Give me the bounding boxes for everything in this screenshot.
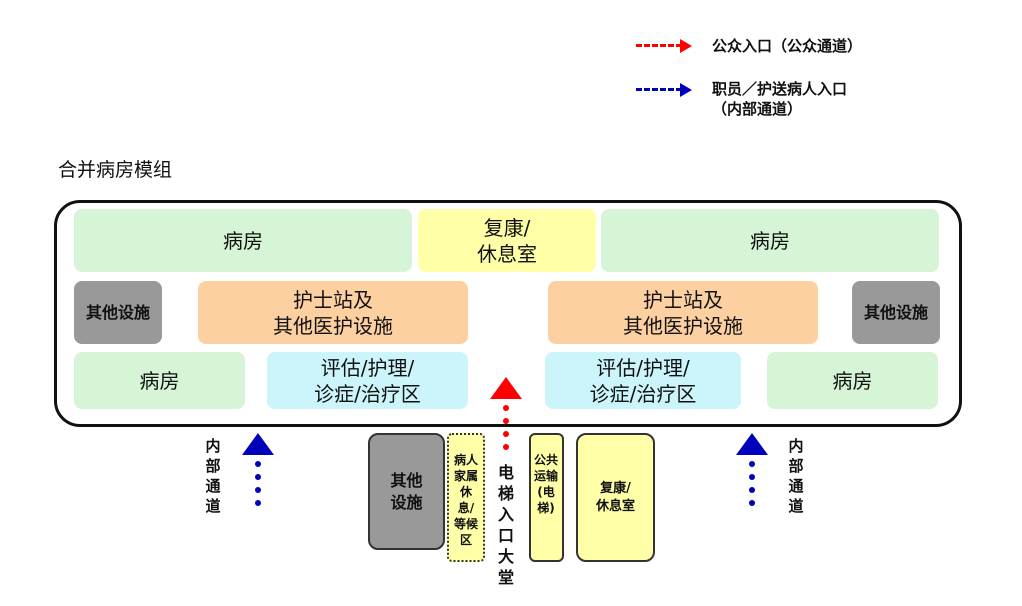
internal-entrance-left-dots bbox=[255, 461, 261, 506]
public-lift bbox=[529, 433, 564, 562]
nurse-station-right: 护士站及 其他医护设施 bbox=[548, 281, 818, 344]
module-title: 合并病房模组 bbox=[58, 159, 173, 181]
public-entrance-arrow-icon bbox=[680, 39, 692, 53]
assessment-area-right: 评估/护理/ 诊症/治疗区 bbox=[545, 352, 741, 409]
other-facilities-left: 其他设施 bbox=[74, 281, 162, 344]
ward-top-left: 病房 bbox=[74, 209, 412, 272]
family-waiting-area bbox=[447, 433, 485, 562]
internal-passage-left-label: 内部通道 bbox=[205, 437, 221, 515]
rehab-room-top: 复康/ 休息室 bbox=[418, 209, 596, 272]
internal-entrance-right-arrow-icon bbox=[736, 433, 768, 455]
public-entrance-label: 公众入口（公众通道） bbox=[712, 37, 863, 55]
nurse-station-left: 护士站及 其他医护设施 bbox=[198, 281, 468, 344]
internal-entrance-right-dots bbox=[749, 461, 755, 506]
family-waiting-area-label: 病人家属休息/等候区 bbox=[453, 453, 478, 547]
staff-entrance-label: 职员／护送病人入口 bbox=[712, 80, 848, 98]
other-facilities-below: 其他 设施 bbox=[368, 433, 445, 550]
staff-entrance-legend-line bbox=[636, 88, 682, 91]
ward-top-right: 病房 bbox=[601, 209, 939, 272]
assessment-area-left: 评估/护理/ 诊症/治疗区 bbox=[267, 352, 468, 409]
staff-entrance-arrow-icon bbox=[680, 83, 692, 97]
other-facilities-right: 其他设施 bbox=[852, 281, 940, 344]
ward-bottom-right: 病房 bbox=[767, 352, 938, 409]
rehab-room-below: 复康/ 休息室 bbox=[576, 433, 655, 562]
internal-passage-right-label: 内部通道 bbox=[788, 437, 804, 515]
public-lift-label: 公共运输(电梯) bbox=[533, 453, 558, 515]
internal-entrance-left-arrow-icon bbox=[242, 433, 274, 455]
lift-lobby-label: 电梯入口大堂 bbox=[497, 463, 514, 587]
staff-entrance-sublabel: （内部通道） bbox=[712, 100, 803, 118]
public-entrance-legend-line bbox=[636, 44, 682, 47]
ward-bottom-left: 病房 bbox=[74, 352, 245, 409]
ward-module-frame bbox=[54, 200, 962, 427]
